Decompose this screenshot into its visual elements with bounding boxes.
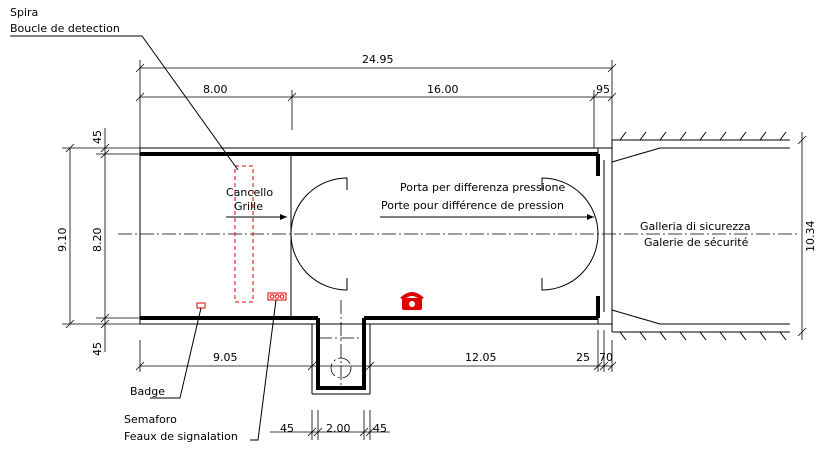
- dim-seg-mid: 16.00: [427, 83, 459, 96]
- badge-label: Badge: [130, 385, 165, 398]
- dim-niche-wall-left: 45: [280, 422, 294, 435]
- pressure-door-right: [541, 177, 599, 291]
- badge-reader: [196, 302, 206, 309]
- door-label-it: Porta per differenza pressione: [400, 181, 565, 194]
- door-arrow: [380, 214, 594, 220]
- bottom-dimensions: [135, 330, 617, 440]
- dim-niche-width: 2.00: [326, 422, 351, 435]
- gate-label-it: Cancello: [226, 186, 273, 199]
- traffic-light: [267, 292, 287, 301]
- top-dimensions: [135, 60, 617, 148]
- right-dimension: [797, 132, 807, 340]
- corridor-walls: [139, 140, 613, 332]
- loop-label-fr: Boucle de detection: [10, 22, 120, 35]
- dim-bottom-small-2: 70: [599, 351, 613, 364]
- dim-total-length: 24.95: [362, 53, 394, 66]
- gallery-label-it: Galleria di sicurezza: [640, 220, 751, 233]
- loop-label-it: Spira: [10, 6, 38, 19]
- dim-niche-wall-right: 45: [373, 422, 387, 435]
- dim-gallery-height: 10.34: [804, 221, 817, 253]
- dim-top-wall: 45: [91, 130, 104, 144]
- dim-bottom-wall: 45: [91, 342, 104, 356]
- semaphore-label-fr: Feaux de signalation: [124, 430, 238, 443]
- dim-seg-right: 95: [596, 83, 610, 96]
- gallery-walls: [611, 131, 790, 341]
- detection-loop: [234, 165, 254, 303]
- door-label-fr: Porte pour différence de pression: [381, 199, 564, 212]
- dim-bottom-left: 9.05: [213, 351, 238, 364]
- leader-lines: [10, 35, 277, 441]
- dim-bottom-small-1: 25: [576, 351, 590, 364]
- gallery-label-fr: Galerie de sécurité: [644, 236, 749, 249]
- left-dimensions: [62, 128, 140, 352]
- gate-arrow: [226, 214, 287, 220]
- niche: [311, 300, 371, 395]
- dim-seg-left: 8.00: [203, 83, 228, 96]
- pressure-door-left: [290, 177, 348, 291]
- dim-inner-height: 8.20: [91, 228, 104, 253]
- semaphore-label-it: Semaforo: [124, 413, 177, 426]
- dim-bottom-right: 12.05: [465, 351, 497, 364]
- phone-icon: [400, 292, 424, 310]
- gate-label-fr: Grille: [234, 200, 263, 213]
- dim-outer-height: 9.10: [56, 228, 69, 253]
